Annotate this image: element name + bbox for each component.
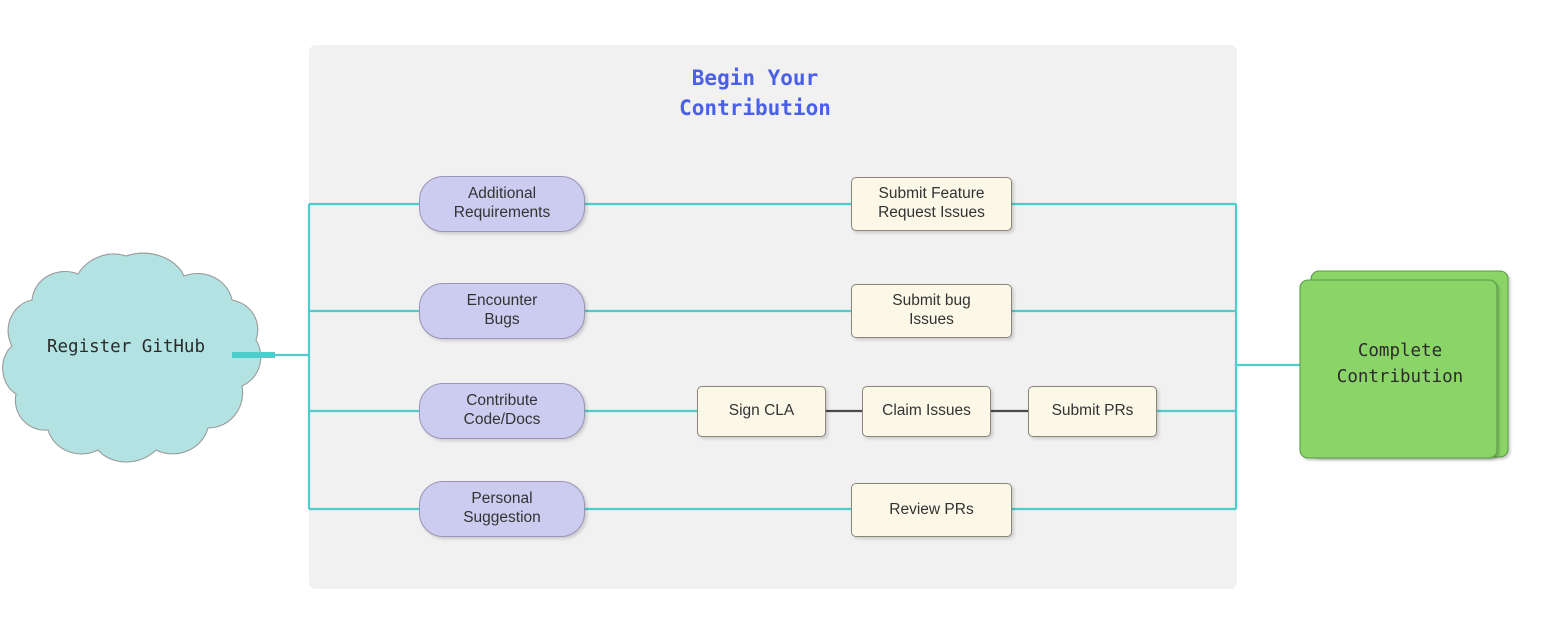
node-additional-requirements[interactable]: Additional Requirements bbox=[419, 176, 585, 232]
node-contribute-code-docs[interactable]: Contribute Code/Docs bbox=[419, 383, 585, 439]
node-claim-issues[interactable]: Claim Issues bbox=[862, 386, 991, 437]
node-label: Submit Feature Request Issues bbox=[878, 185, 985, 221]
diagram-title: Begin Your Contribution bbox=[679, 66, 831, 120]
node-label: Claim Issues bbox=[882, 402, 971, 420]
node-label: Submit bug Issues bbox=[892, 292, 971, 328]
node-review-prs[interactable]: Review PRs bbox=[851, 483, 1012, 537]
node-submit-prs[interactable]: Submit PRs bbox=[1028, 386, 1157, 437]
node-label: Additional Requirements bbox=[453, 185, 551, 221]
start-cloud-shape bbox=[2, 252, 262, 463]
node-sign-cla[interactable]: Sign CLA bbox=[697, 386, 826, 437]
node-label: Review PRs bbox=[889, 500, 974, 518]
node-label: Contribute Code/Docs bbox=[463, 392, 541, 428]
node-personal-suggestion[interactable]: Personal Suggestion bbox=[419, 481, 585, 537]
node-label: Encounter Bugs bbox=[466, 292, 538, 328]
node-encounter-bugs[interactable]: Encounter Bugs bbox=[419, 283, 585, 339]
end-node-shape bbox=[1299, 270, 1509, 459]
start-node-label: Register GitHub bbox=[46, 337, 206, 357]
end-node-front-layer bbox=[1299, 279, 1498, 459]
node-submit-bug-issues[interactable]: Submit bug Issues bbox=[851, 284, 1012, 338]
node-label: Personal Suggestion bbox=[463, 490, 541, 526]
node-label: Sign CLA bbox=[728, 402, 795, 420]
node-label: Submit PRs bbox=[1051, 402, 1134, 420]
end-node-label: Complete Contribution bbox=[1336, 341, 1464, 388]
node-submit-feature-request-issues[interactable]: Submit Feature Request Issues bbox=[851, 177, 1012, 231]
